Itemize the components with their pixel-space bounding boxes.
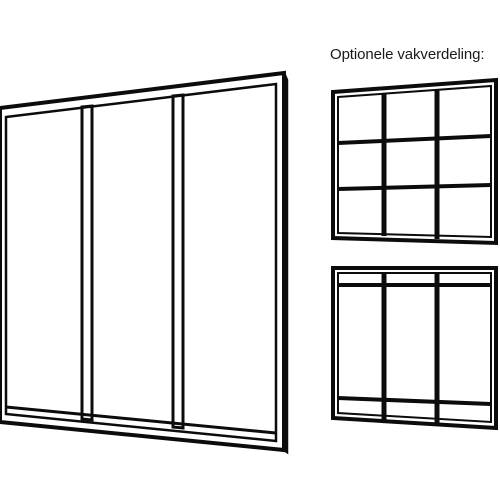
main-mullion-left	[80, 104, 94, 422]
transom-bottom-rail	[337, 396, 492, 406]
main-frame-inner	[4, 82, 278, 443]
main-bottom-rail	[5, 405, 277, 435]
main-mullion-right	[171, 93, 185, 430]
grid-frame-outer	[331, 77, 498, 246]
options-caption: Optionele vakverdeling:	[330, 46, 485, 63]
main-frame-depth	[282, 72, 289, 455]
grid-transom-1	[337, 134, 492, 145]
grid-transom-2	[337, 183, 492, 191]
transom-frame-outer	[331, 266, 498, 431]
transom-frame-inner	[337, 272, 492, 424]
